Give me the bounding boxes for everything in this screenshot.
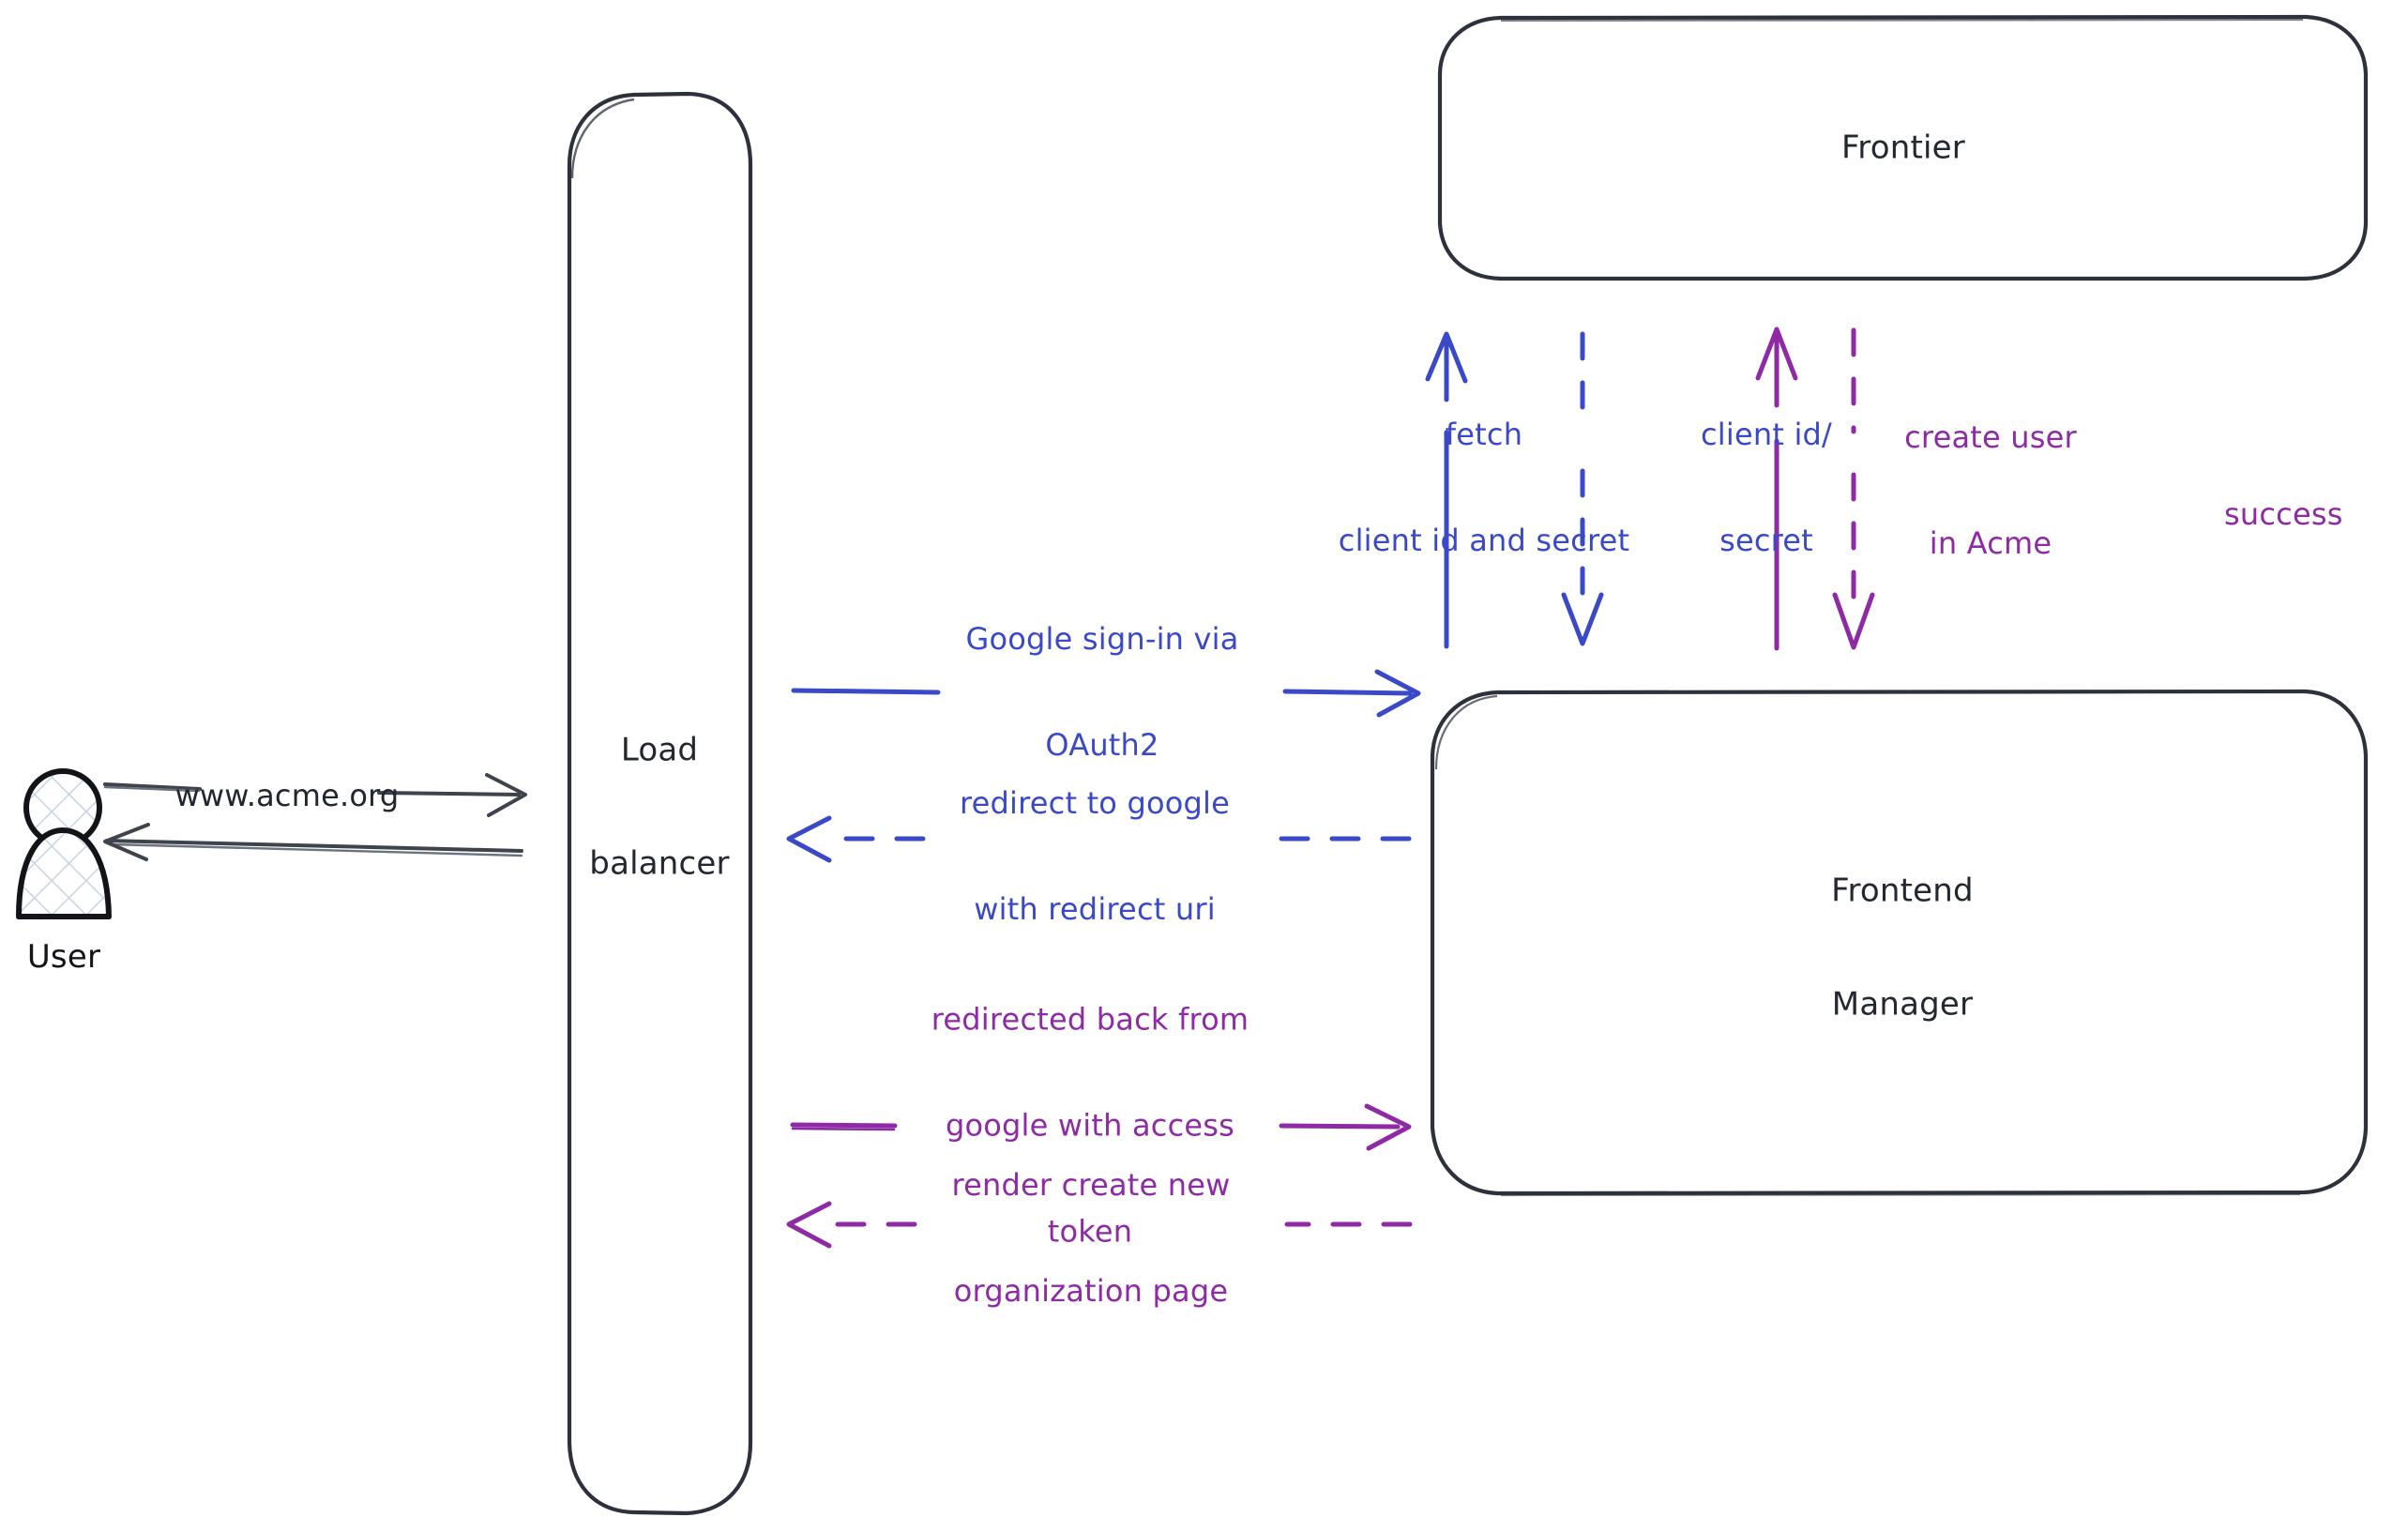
edge-redirected-back-access-token [790,1103,1412,1151]
user-person-icon [16,768,112,919]
edge-success [1832,327,1875,650]
node-frontier[interactable] [1437,14,2369,281]
edge-render-create-new-organization-page [786,1201,1413,1249]
edge-label-www-acme-org: www.acme.org [174,778,400,814]
edge-label-google-signin-oauth2-line2: OAuth2 [1045,726,1159,763]
node-load-balancer[interactable] [567,91,753,1516]
node-label-frontend-manager-line2: Manager [1831,985,1974,1024]
edge-label-google-signin-oauth2-line1: Google sign-in via [965,620,1239,657]
edge-label-client-id-secret: client id/ secret [1701,346,1832,629]
node-label-load-balancer: Load balancer [589,657,729,958]
edge-label-google-signin-oauth2: Google sign-in via OAuth2 [965,551,1238,834]
edge-label-create-user-line1: create user [1904,418,2077,455]
edge-label-redirect-to-google-line1: redirect to google [959,784,1231,821]
edge-label-client-id-secret-line1: client id/ [1700,416,1833,452]
edge-label-fetch-line1: fetch [1445,416,1523,452]
node-label-load-balancer-line2: balancer [589,844,730,883]
node-label-frontier: Frontier [1841,54,1965,243]
edge-label-redirected-back-line1: redirected back from [931,1000,1249,1037]
edge-create-user-in-acme [1755,326,1798,651]
edge-label-client-id-secret-line2: secret [1719,522,1813,558]
edge-label-redirected-back-line2: google with access [945,1107,1235,1144]
node-frontend-manager[interactable] [1430,689,2369,1197]
edge-label-redirected-back-access-token: redirected back from google with access … [931,931,1249,1320]
node-label-frontend-manager-line1: Frontend [1831,872,1974,910]
node-label-frontier-line1: Frontier [1841,129,1965,167]
edge-label-fetch-line2: client id and secret [1338,522,1630,558]
edge-google-signin-oauth2 [791,669,1421,718]
actor-label-user: User [26,938,101,976]
edge-label-create-user-in-acme: create user in Acme [1904,349,2077,632]
edge-user-to-load-balancer [103,773,527,817]
edge-label-render-create-line1: render create new [951,1166,1231,1203]
edge-fetch-client-id-and-secret [1425,331,1468,649]
edge-client-id-secret [1561,331,1604,646]
edge-label-render-create-new-organization-page: render create new organization page [951,1097,1230,1380]
edge-label-fetch-client-id-and-secret: fetch client id and secret [1339,346,1629,629]
edge-label-redirected-back-line3: token [1047,1213,1133,1250]
edge-label-redirect-to-google-line2: with redirect uri [974,890,1216,927]
node-label-frontend-manager: Frontend Manager [1831,797,1974,1099]
edge-label-redirect-to-google: redirect to google with redirect uri [960,715,1230,998]
edge-label-render-create-line2: organization page [953,1272,1229,1309]
node-label-load-balancer-line1: Load [620,731,699,769]
edge-label-create-user-line2: in Acme [1929,524,2052,561]
edge-redirect-to-google [786,815,1412,863]
edge-label-success: success [2224,496,2343,533]
edge-load-balancer-to-user [103,823,523,861]
